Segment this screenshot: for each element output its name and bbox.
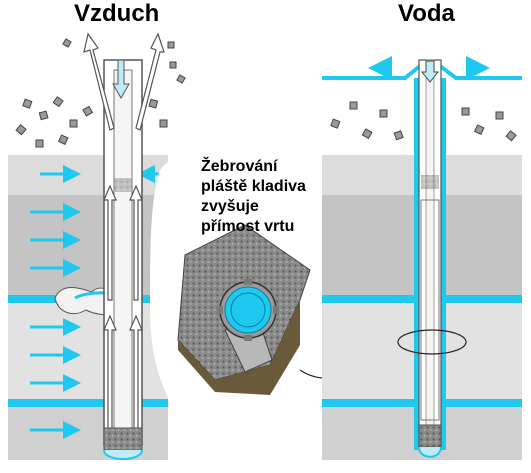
note-line-1: Žebrování: [201, 158, 278, 175]
note-line-2: pláště kladiva: [201, 178, 306, 195]
air-flow-arrows: [30, 165, 165, 439]
air-stratum-3: [8, 303, 168, 399]
air-column: [8, 32, 186, 460]
note-line-4: přímost vrtu: [201, 218, 295, 235]
note-line-3: zvyšuje: [201, 198, 259, 215]
water-hammer-body: [420, 199, 440, 421]
hammer-cross-section: [177, 224, 311, 395]
air-upflow-arrows: [83, 32, 165, 439]
air-drill-bit: [103, 427, 143, 451]
water-pipe-joint: [421, 175, 439, 189]
hammer-ribbing-note: Žebrování pláště kladiva zvyšuje přímost…: [201, 157, 336, 237]
air-pipe-joint: [114, 178, 132, 192]
water-drill-bit: [418, 424, 442, 448]
water-surface-stones: [330, 101, 517, 142]
air-stratum-2: [8, 195, 168, 295]
water-drill-pipe-inner: [425, 59, 435, 451]
air-drill-pipe-inner: [113, 69, 133, 446]
detail-callout-ellipse: [397, 329, 467, 355]
water-inflow-arrow: [420, 60, 440, 83]
air-water-layer-2: [8, 399, 168, 407]
air-stratum-4: [8, 407, 168, 460]
air-topsoil-left: [8, 85, 112, 155]
air-inflow-arrow: [112, 59, 130, 100]
air-surface-stones: [15, 38, 186, 148]
water-column: [322, 56, 522, 460]
water-bit-tip: [418, 446, 442, 458]
water-title: Voda: [398, 0, 455, 27]
air-bit-tip: [103, 449, 143, 460]
air-title: Vzduch: [74, 0, 160, 27]
